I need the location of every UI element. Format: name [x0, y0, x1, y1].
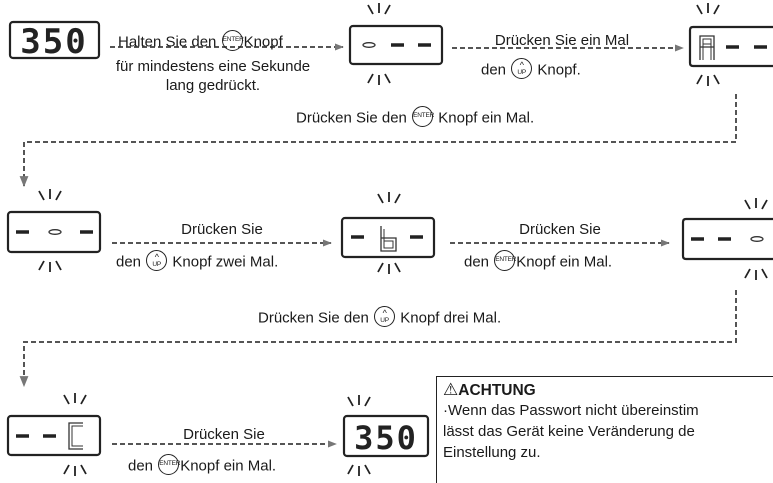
- step6-text-a: Drücken Sie den: [258, 309, 369, 327]
- step4-line2: den ^UP Knopf zwei Mal.: [116, 250, 279, 273]
- up-button-icon: ^UP: [374, 306, 396, 327]
- display-step5: [340, 192, 436, 274]
- step4-text-b: Knopf zwei Mal.: [172, 253, 279, 271]
- display-step6: [681, 198, 773, 280]
- enter-button-icon: ENTER: [221, 30, 244, 51]
- blink-marks-icon: [367, 3, 391, 85]
- warning-line3: Einstellung zu.: [443, 444, 541, 461]
- blink-marks-icon: [38, 189, 62, 272]
- step4-text-a: den: [116, 253, 142, 271]
- step7-text-b: Knopf ein Mal.: [180, 457, 277, 475]
- step2-line2: den ^UP Knopf.: [481, 58, 581, 81]
- warning-title-text: ACHTUNG: [458, 382, 536, 399]
- warning-box: ⚠ACHTUNG ·Wenn das Passwort nicht überei…: [436, 376, 773, 483]
- step5-line2: den ENTERKnopf ein Mal.: [464, 250, 613, 273]
- step1-text-a: Halten Sie den: [118, 33, 217, 51]
- display-step3: [688, 3, 773, 86]
- step4-line1: Drücken Sie: [181, 221, 263, 238]
- step2-text-b: Knopf.: [537, 61, 581, 79]
- step7-line2: den ENTERKnopf ein Mal.: [128, 454, 277, 477]
- blink-marks-icon: [696, 3, 720, 86]
- connector-row1-row2: [19, 94, 737, 188]
- step5-line1: Drücken Sie: [519, 221, 601, 238]
- display-step4: [6, 189, 102, 272]
- connector-row2-row3: [19, 290, 737, 388]
- up-button-icon: ^UP: [511, 58, 533, 79]
- step7-line1: Drücken Sie: [183, 426, 265, 443]
- step1-text-b: Knopf: [243, 33, 283, 51]
- step2-text-a: den: [481, 61, 507, 79]
- blink-marks-icon: [744, 198, 768, 280]
- warning-triangle-icon: ⚠: [443, 380, 459, 399]
- enter-button-icon: ENTER: [494, 250, 516, 271]
- blink-marks-icon: [63, 393, 87, 476]
- enter-button-icon: ENTER: [158, 454, 180, 475]
- step3-text-a: Drücken Sie den: [296, 109, 407, 127]
- step3-text-b: Knopf ein Mal.: [438, 109, 535, 127]
- enter-button-icon: ENTER: [412, 106, 434, 127]
- up-button-icon: ^UP: [146, 250, 168, 271]
- step3-line: Drücken Sie den ENTER Knopf ein Mal.: [296, 106, 535, 129]
- blink-marks-icon: [377, 192, 401, 274]
- step6-text-b: Knopf drei Mal.: [400, 309, 502, 327]
- end-display-digits: 350: [354, 419, 418, 457]
- blink-marks-icon: [347, 395, 371, 476]
- step2-line1: Drücken Sie ein Mal: [494, 32, 630, 49]
- step7-text-a: den: [128, 457, 154, 475]
- step1-line1: Halten Sie den ENTERKnopf: [118, 30, 283, 53]
- start-display-digits: 350: [20, 22, 87, 62]
- step5-text-a: den: [464, 253, 490, 271]
- step1-line3: lang gedrückt.: [165, 77, 261, 94]
- start-display: 350: [8, 20, 101, 62]
- end-display: 350: [342, 395, 430, 476]
- display-step7: [6, 393, 102, 476]
- warning-title: ⚠ACHTUNG: [443, 381, 773, 400]
- warning-line1: ·Wenn das Passwort nicht übereinstim: [443, 402, 699, 419]
- step6-line: Drücken Sie den ^UP Knopf drei Mal.: [258, 306, 502, 329]
- display-step2: [348, 3, 444, 85]
- step5-text-b: Knopf ein Mal.: [516, 253, 613, 271]
- warning-line2: lässt das Gerät keine Veränderung de: [443, 423, 695, 440]
- step1-line2: für mindestens eine Sekunde: [115, 58, 311, 75]
